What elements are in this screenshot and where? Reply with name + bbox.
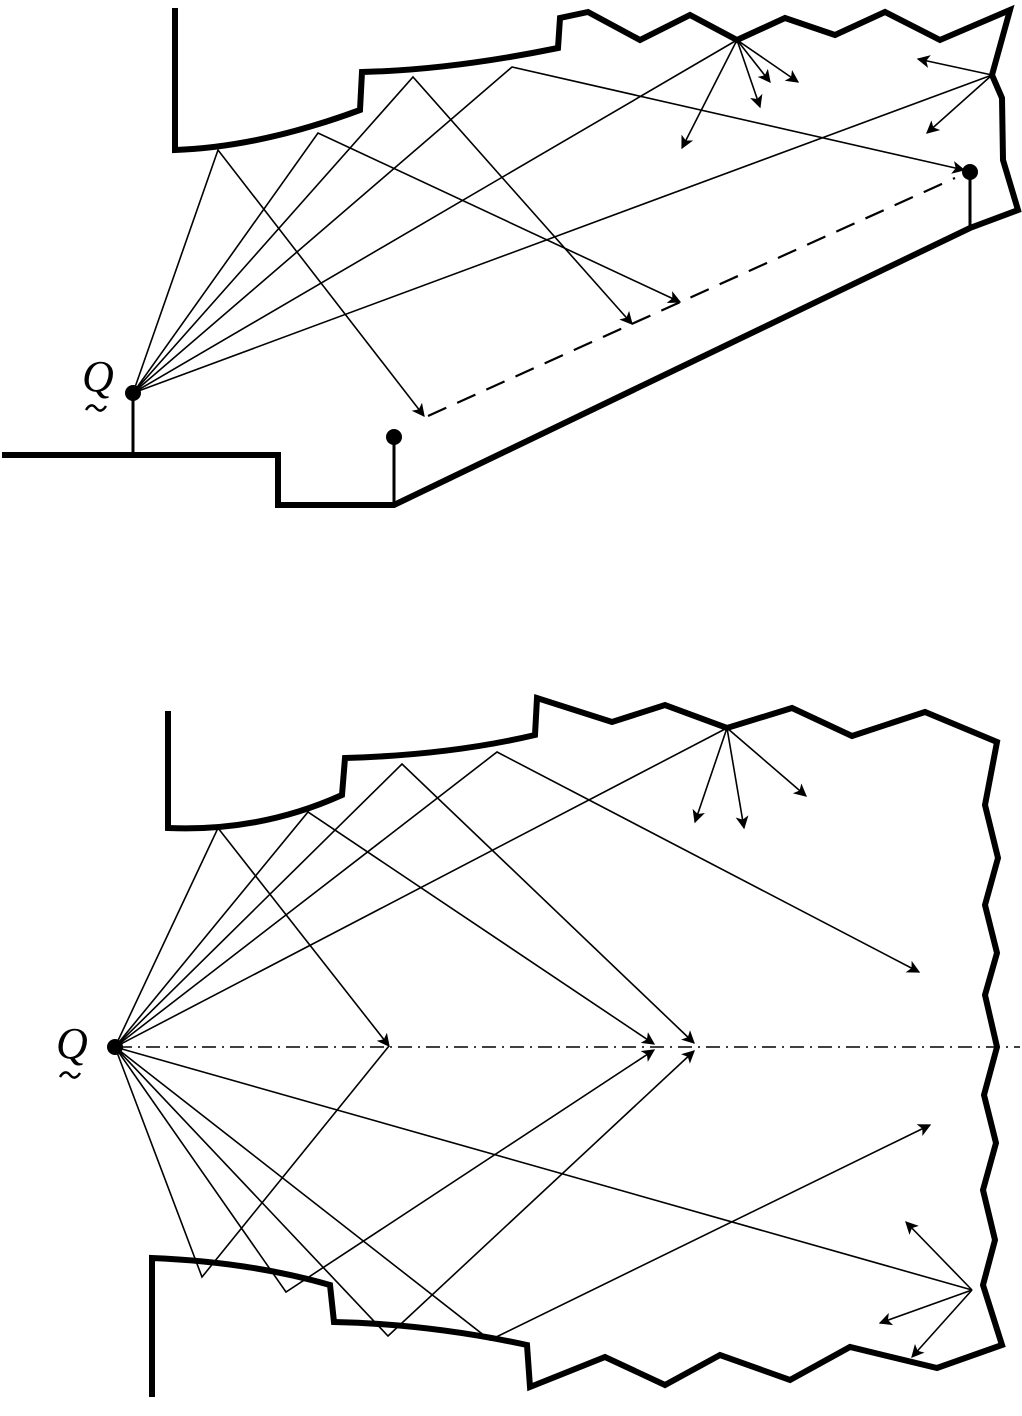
ray — [736, 39, 763, 109]
top-receiver-point-left — [386, 429, 402, 445]
ray — [132, 131, 682, 394]
ray — [114, 762, 695, 1048]
bottom-source-point — [107, 1039, 123, 1055]
bottom-source-tilde — [58, 1071, 82, 1079]
ray — [114, 810, 656, 1048]
ray — [132, 75, 633, 394]
bottom-ray-group — [114, 727, 973, 1358]
bottom-panel: Q — [56, 693, 1020, 1397]
ray — [132, 148, 425, 418]
top-panel: Q — [2, 4, 1022, 508]
ray — [726, 727, 749, 830]
ray — [905, 1221, 973, 1291]
top-ray-group — [132, 39, 993, 418]
ray — [681, 39, 738, 150]
ray — [926, 74, 993, 134]
ray — [132, 66, 966, 394]
ray — [114, 1045, 390, 1279]
ray — [726, 727, 807, 797]
top-receiver-line — [427, 176, 956, 418]
ray — [114, 1046, 932, 1341]
ray — [132, 39, 738, 394]
ray — [114, 1046, 973, 1291]
ray — [132, 74, 993, 394]
top-source-label: Q — [82, 352, 114, 401]
top-source-point — [125, 385, 141, 401]
ray — [916, 55, 993, 76]
ray — [736, 39, 771, 84]
ray — [114, 727, 728, 1048]
bottom-source-label: Q — [56, 1019, 88, 1068]
ray — [692, 727, 728, 824]
ray — [114, 751, 921, 1048]
ray — [911, 1289, 973, 1358]
top-source-tilde — [84, 404, 108, 412]
ray — [114, 826, 390, 1048]
top-receiver-point-right — [962, 164, 978, 180]
ray — [114, 1046, 695, 1338]
ray — [114, 1046, 656, 1294]
ray — [878, 1289, 973, 1326]
top-upper-wall — [2, 4, 1022, 508]
ray — [736, 39, 800, 83]
